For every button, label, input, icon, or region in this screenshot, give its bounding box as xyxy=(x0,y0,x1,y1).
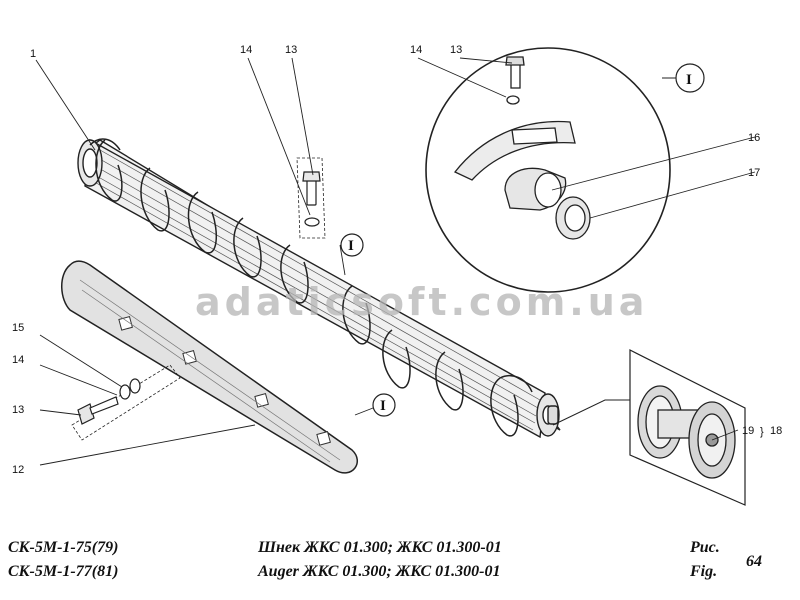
detail-circle xyxy=(425,47,671,293)
title-russian: Шнек ЖКС 01.300; ЖКС 01.300-01 xyxy=(258,539,502,556)
shaft-bolt xyxy=(302,171,321,227)
pulley-link-line xyxy=(552,399,630,426)
title-english: Auger ЖКС 01.300; ЖКС 01.300-01 xyxy=(258,563,501,580)
detail-mark-circle: I xyxy=(686,72,692,88)
callout-17: 17 xyxy=(748,167,760,179)
callout-14-detail: 14 xyxy=(410,44,422,56)
callout-13-shaft: 13 xyxy=(285,44,297,56)
callout-1: 1 xyxy=(30,48,36,60)
cover-plate xyxy=(61,260,358,474)
callout-19: 19 xyxy=(742,425,754,437)
detail-mark-cover: I xyxy=(380,398,386,414)
callout-12: 12 xyxy=(12,464,24,476)
callout-18: 18 xyxy=(770,425,782,437)
callout-13-cover: 13 xyxy=(12,404,24,416)
cover-bolt-dashed-frame xyxy=(71,364,181,441)
model-line-1: СК-5М-1-75(79) xyxy=(8,539,119,556)
callout-14-shaft: 14 xyxy=(240,44,252,56)
auger-shaft xyxy=(77,138,561,439)
detail-mark-auger: I xyxy=(348,238,354,254)
callout-13-detail: 13 xyxy=(450,44,462,56)
callout-16: 16 xyxy=(748,132,760,144)
pulley-frame xyxy=(629,349,746,506)
fig-label-english: Fig. xyxy=(690,563,718,580)
fig-label-russian: Рис. xyxy=(690,539,720,556)
callout-circles xyxy=(340,63,705,417)
auger-flights xyxy=(89,138,533,437)
callout-14-cover: 14 xyxy=(12,354,24,366)
detail-contents xyxy=(453,56,591,240)
model-line-2: СК-5М-1-77(81) xyxy=(8,563,119,580)
callout-brace: } xyxy=(760,426,764,438)
callout-15: 15 xyxy=(12,322,24,334)
watermark: adaticsoft.com.ua xyxy=(195,280,648,324)
fig-number: 64 xyxy=(746,553,762,570)
cover-bolt xyxy=(77,378,141,425)
shaft-bolt-dashed-frame xyxy=(296,157,326,239)
